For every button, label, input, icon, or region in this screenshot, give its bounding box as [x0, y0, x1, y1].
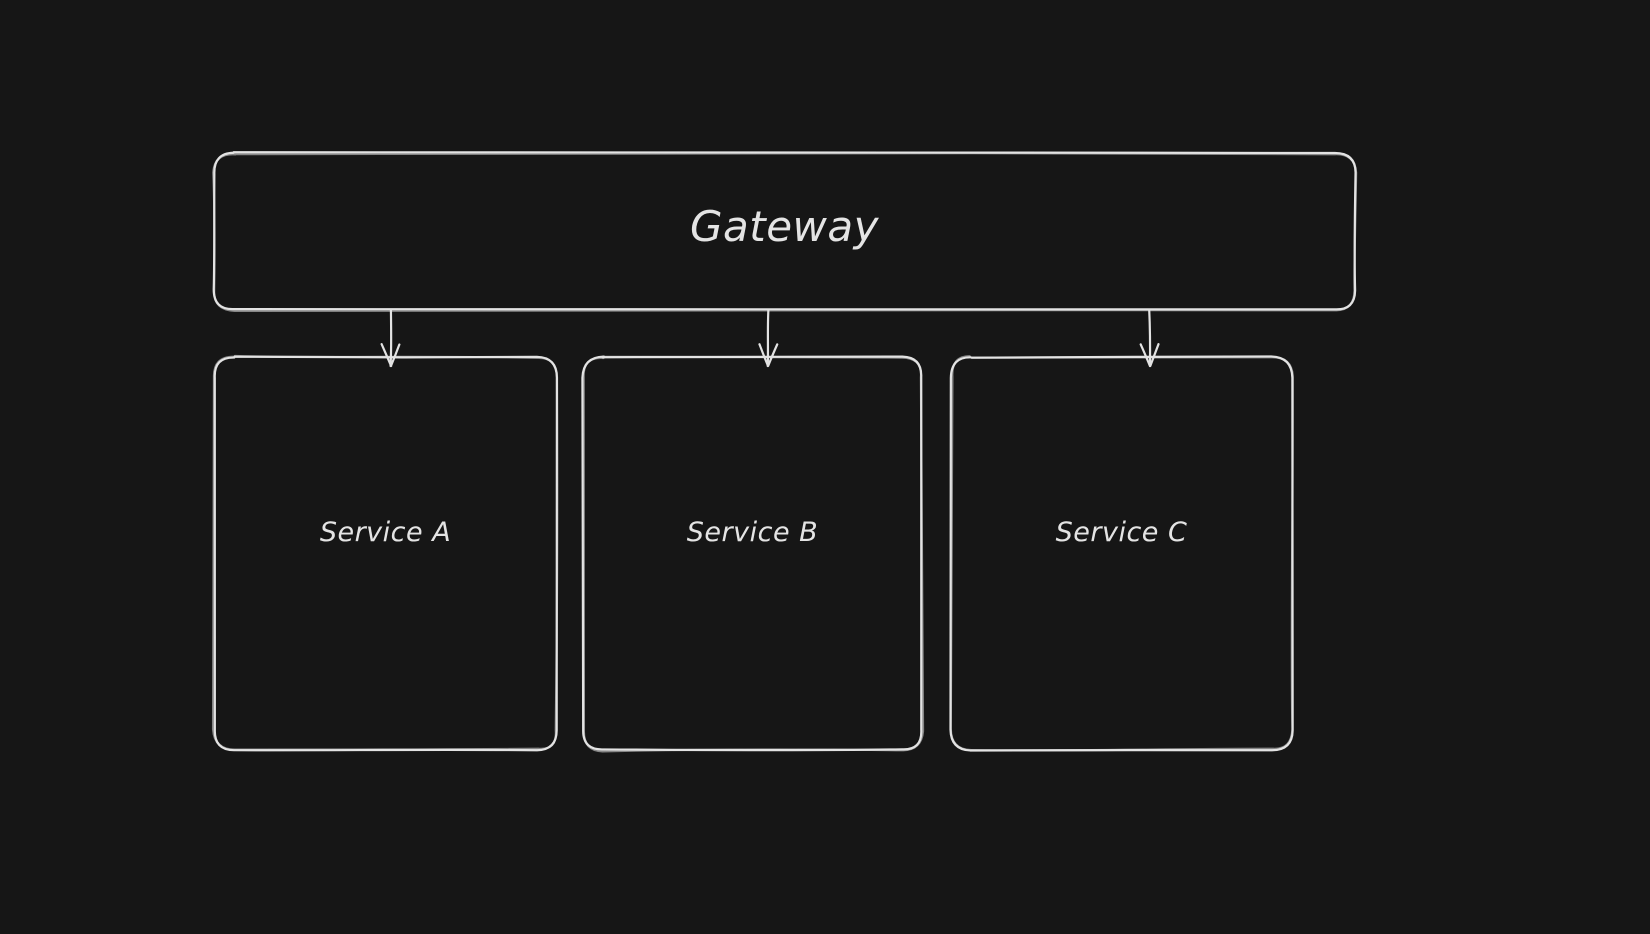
arrow-shaft-edge-gateway-service-c — [1148, 308, 1152, 368]
arrow-shaft-edge-gateway-service-a — [389, 308, 393, 368]
arrow-head-edge-gateway-service-a — [380, 343, 401, 368]
node-outline-service-c — [949, 355, 1294, 752]
node-outline-service-a — [211, 354, 559, 751]
arrow-shaft-edge-gateway-service-b — [766, 308, 770, 368]
node-outline-gateway — [212, 151, 1358, 312]
node-gateway[interactable] — [214, 153, 1355, 310]
node-service-b[interactable] — [583, 357, 922, 750]
node-outline-service-b — [582, 355, 925, 753]
arrow-head-edge-gateway-service-b — [758, 343, 779, 368]
node-service-a[interactable] — [214, 357, 557, 750]
arrows-group — [380, 308, 1160, 368]
shapes-group — [211, 151, 1358, 753]
arrow-head-edge-gateway-service-c — [1139, 343, 1160, 368]
node-service-c[interactable] — [951, 357, 1292, 750]
